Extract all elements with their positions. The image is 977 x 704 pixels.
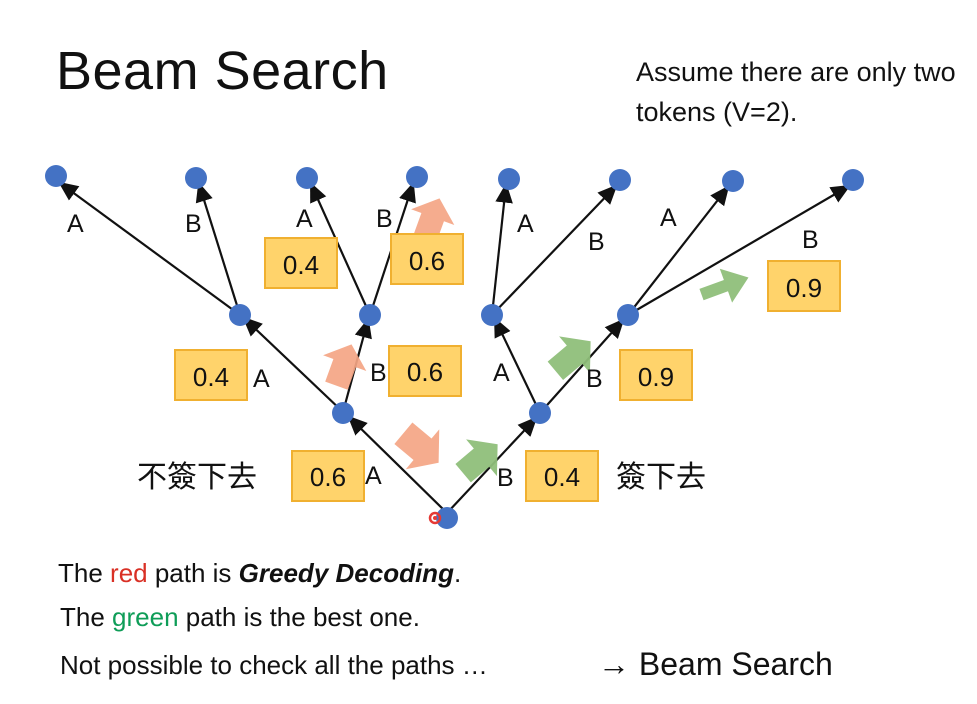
label-a-b: B [370, 359, 387, 387]
edge-b-b [539, 318, 625, 414]
label-ab-a: A [296, 205, 313, 233]
prob-root-a: 0.6 [310, 462, 346, 492]
label-root-a: A [365, 462, 382, 490]
node-aa [229, 304, 251, 326]
prob-ab-a: 0.4 [283, 250, 319, 280]
node-a [332, 402, 354, 424]
node-root [436, 507, 458, 529]
greedy-line-pre: The [58, 558, 111, 588]
red-arrow-1 [394, 422, 440, 470]
label-b-a: A [493, 359, 510, 387]
pointer-dot [428, 511, 442, 525]
edge-aa-b [195, 181, 242, 316]
greedy-line-end: . [453, 558, 462, 588]
node-ba [481, 304, 503, 326]
edge-b-a [494, 317, 541, 414]
greedy-line: The red path is Greedy Decoding. [58, 558, 461, 589]
label-not-sign: 不簽下去 [137, 460, 257, 495]
prob-box-ab-a [264, 237, 338, 289]
best-line-green: green [112, 602, 179, 632]
red-arrow-3 [411, 198, 455, 244]
branch-labels: A B A B A B A B A B A B A B 不簽下去 簽下去 [67, 204, 819, 495]
node-aab [185, 167, 207, 189]
label-ba-a: A [517, 210, 534, 238]
prob-box-root-b [525, 450, 599, 502]
prob-a-a: 0.4 [193, 362, 229, 392]
node-b [529, 402, 551, 424]
node-abb [406, 166, 428, 188]
node-aba [296, 167, 318, 189]
prob-box-a-a [174, 349, 248, 401]
prob-box-ab-b [390, 233, 464, 285]
green-arrow-3 [699, 268, 749, 303]
node-bbb [842, 169, 864, 191]
tree-nodes [45, 165, 864, 529]
prob-ab-b: 0.6 [409, 246, 445, 276]
pointer-dot-center [433, 516, 437, 520]
node-bba [722, 170, 744, 192]
green-arrow-2 [547, 336, 591, 380]
best-line-pre: The [60, 602, 113, 632]
prob-box-bb-b [767, 260, 841, 312]
prob-a-b: 0.6 [407, 357, 443, 387]
edge-a-a [242, 316, 344, 413]
assumption-note: Assume there are only two tokens (V=2). [636, 57, 956, 127]
not-possible-line: Not possible to check all the paths … [60, 650, 488, 680]
prob-box-root-a [291, 450, 365, 502]
prob-box-a-b [388, 345, 462, 397]
probability-boxes: 0.6 0.4 0.4 0.6 0.9 0.4 0.6 0.9 [174, 233, 841, 502]
beam-search-callout: → Beam Search [598, 646, 833, 682]
greedy-line-bold: Greedy Decoding [238, 558, 454, 588]
node-bb [617, 304, 639, 326]
label-aa-a: A [67, 210, 84, 238]
edge-root-a [347, 415, 448, 514]
node-baa [498, 168, 520, 190]
red-arrow-2 [323, 344, 367, 390]
edge-ba-a [490, 182, 513, 316]
best-path-arrows [455, 268, 749, 483]
prob-bb-b: 0.9 [786, 273, 822, 303]
label-a-a: A [253, 365, 270, 393]
label-bb-a: A [660, 204, 677, 232]
prob-root-b: 0.4 [544, 462, 580, 492]
label-root-b: B [497, 464, 514, 492]
prob-b-b: 0.9 [638, 362, 674, 392]
label-ba-b: B [588, 228, 605, 256]
green-arrow-1 [455, 439, 498, 483]
node-ab [359, 304, 381, 326]
label-b-b: B [586, 365, 603, 393]
edge-ab-a [309, 181, 372, 316]
edge-aa-a [58, 181, 241, 316]
best-line-end: path is the best one. [178, 602, 420, 632]
page-title: Beam Search [56, 41, 389, 101]
greedy-path-arrows [323, 198, 455, 470]
edge-ba-b [491, 184, 618, 316]
greedy-line-mid: path is [147, 558, 239, 588]
node-aaa [45, 165, 67, 187]
edge-bb-a [627, 185, 730, 316]
label-bb-b: B [802, 226, 819, 254]
best-line: The green path is the best one. [60, 602, 420, 633]
node-bab [609, 169, 631, 191]
label-sign: 簽下去 [616, 460, 706, 495]
prob-box-b-b [619, 349, 693, 401]
label-aa-b: B [185, 210, 202, 238]
label-ab-b: B [376, 205, 393, 233]
greedy-line-red: red [110, 558, 148, 588]
edge-bb-b [627, 184, 851, 316]
